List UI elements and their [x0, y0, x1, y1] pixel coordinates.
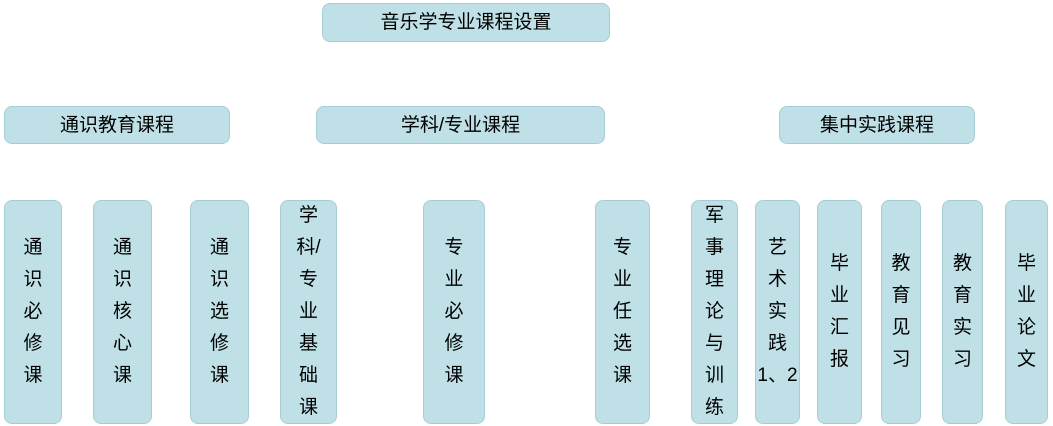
vertical-text-line: 任: [612, 301, 632, 322]
vertical-text-line: 选: [612, 333, 632, 354]
group-discipline-major: 学科/专业课程: [316, 106, 605, 144]
vertical-text-line: 习: [952, 349, 972, 370]
vertical-text-line: 课: [23, 365, 43, 386]
node-education-observation: 教育见习: [881, 200, 921, 424]
vertical-text-line: 专: [298, 269, 318, 290]
vertical-text-line: 核: [112, 301, 132, 322]
vertical-text-line: 艺: [767, 237, 787, 258]
vertical-text-line: 见: [891, 317, 911, 338]
vertical-text-line: 育: [891, 285, 911, 306]
vertical-text-line: 课: [209, 365, 229, 386]
vertical-text-line: 专: [612, 237, 632, 258]
node-general-elective-course: 通识选修课: [190, 200, 249, 424]
vertical-text-line: 习: [891, 349, 911, 370]
vertical-text-line: 育: [952, 285, 972, 306]
vertical-text-line: 业: [829, 285, 849, 306]
vertical-text-line: 课: [298, 397, 318, 418]
vertical-text-line: 教: [952, 253, 972, 274]
vertical-text-line: 业: [298, 301, 318, 322]
group-general-education: 通识教育课程: [4, 106, 230, 144]
vertical-text-line: 军: [704, 205, 724, 226]
vertical-text-line: 修: [444, 333, 464, 354]
vertical-text-line: 必: [23, 301, 43, 322]
vertical-text-line: 汇: [829, 317, 849, 338]
vertical-text-line: 心: [112, 333, 132, 354]
vertical-text-line: 论: [1016, 317, 1036, 338]
node-military-theory-training: 军事理论与训练: [691, 200, 738, 424]
node-general-required-course: 通识必修课: [4, 200, 62, 424]
node-graduation-thesis: 毕业论文: [1005, 200, 1048, 424]
vertical-text-line: 学: [298, 205, 318, 226]
vertical-text-line: 论: [704, 301, 724, 322]
vertical-text-line: 识: [112, 269, 132, 290]
vertical-text-line: 与: [704, 333, 724, 354]
vertical-text-line: 修: [209, 333, 229, 354]
group-concentrated-practice: 集中实践课程: [779, 106, 975, 144]
vertical-text-line: 专: [444, 237, 464, 258]
vertical-text-line: 识: [23, 269, 43, 290]
vertical-text-line: 1、2: [757, 365, 798, 386]
vertical-text-line: 业: [444, 269, 464, 290]
vertical-text-line: 毕: [829, 253, 849, 274]
vertical-text-line: 识: [209, 269, 229, 290]
vertical-text-line: 术: [767, 269, 787, 290]
root-node-title: 音乐学专业课程设置: [322, 3, 610, 42]
vertical-text-line: 通: [112, 237, 132, 258]
vertical-text-line: 业: [612, 269, 632, 290]
vertical-text-line: 业: [1016, 285, 1036, 306]
vertical-text-line: 报: [829, 349, 849, 370]
node-graduation-report: 毕业汇报: [817, 200, 862, 424]
vertical-text-line: 实: [767, 301, 787, 322]
vertical-text-line: 科/: [296, 237, 321, 258]
vertical-text-line: 通: [209, 237, 229, 258]
vertical-text-line: 实: [952, 317, 972, 338]
vertical-text-line: 必: [444, 301, 464, 322]
vertical-text-line: 练: [704, 397, 724, 418]
vertical-text-line: 课: [112, 365, 132, 386]
node-general-core-course: 通识核心课: [93, 200, 152, 424]
vertical-text-line: 文: [1016, 349, 1036, 370]
vertical-text-line: 事: [704, 237, 724, 258]
node-major-elective-course: 专业任选课: [595, 200, 650, 424]
vertical-text-line: 训: [704, 365, 724, 386]
vertical-text-line: 通: [23, 237, 43, 258]
node-education-internship: 教育实习: [942, 200, 983, 424]
vertical-text-line: 修: [23, 333, 43, 354]
vertical-text-line: 践: [767, 333, 787, 354]
vertical-text-line: 理: [704, 269, 724, 290]
vertical-text-line: 课: [444, 365, 464, 386]
node-discipline-foundation-course: 学科/专业基础课: [280, 200, 337, 424]
vertical-text-line: 毕: [1016, 253, 1036, 274]
vertical-text-line: 课: [612, 365, 632, 386]
node-major-required-course: 专业必修课: [423, 200, 485, 424]
node-art-practice: 艺术实践 1、2: [755, 200, 800, 424]
vertical-text-line: 教: [891, 253, 911, 274]
vertical-text-line: 基: [298, 333, 318, 354]
vertical-text-line: 选: [209, 301, 229, 322]
vertical-text-line: 础: [298, 365, 318, 386]
